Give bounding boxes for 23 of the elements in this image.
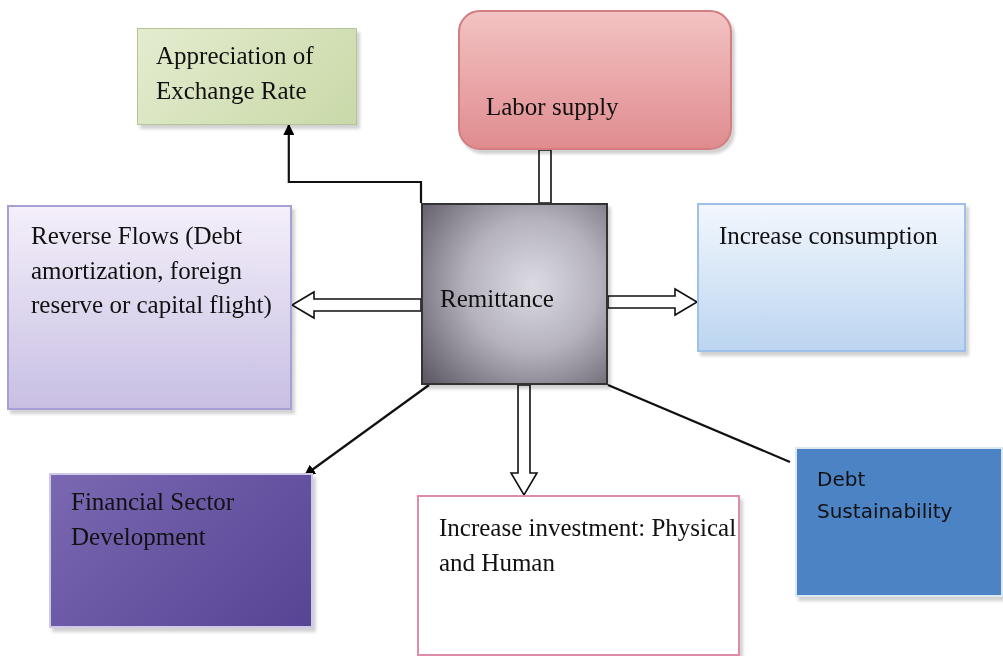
outcome-box (7, 205, 292, 410)
outcome-box (458, 10, 732, 150)
outcome-box (417, 495, 740, 656)
node-label: Labor supply (486, 92, 619, 122)
central-box (421, 203, 608, 385)
node-label: Increase investment: Physical and Human (439, 513, 738, 578)
outcome-box (697, 203, 966, 352)
node-label: Debt Sustainability (817, 466, 954, 525)
hollow-connector (538, 149, 552, 204)
node-label: Increase consumption (719, 221, 938, 251)
outcome-box (795, 447, 1003, 597)
node-label: Appreciation of Exchange Rate (156, 41, 315, 106)
node-label: Reverse Flows (Debt amortization, foreign reserve or capital flight) (31, 221, 273, 321)
outcome-box (137, 28, 357, 125)
hollow-arrow (290, 290, 422, 320)
node-title: Remittance (440, 284, 554, 314)
outcome-box (49, 473, 313, 628)
hollow-arrow (509, 384, 539, 497)
hollow-arrow (607, 287, 699, 317)
arrow (283, 123, 423, 203)
connector-line (607, 384, 791, 463)
arrow (304, 384, 430, 476)
node-label: Financial Sector Development (71, 487, 236, 552)
